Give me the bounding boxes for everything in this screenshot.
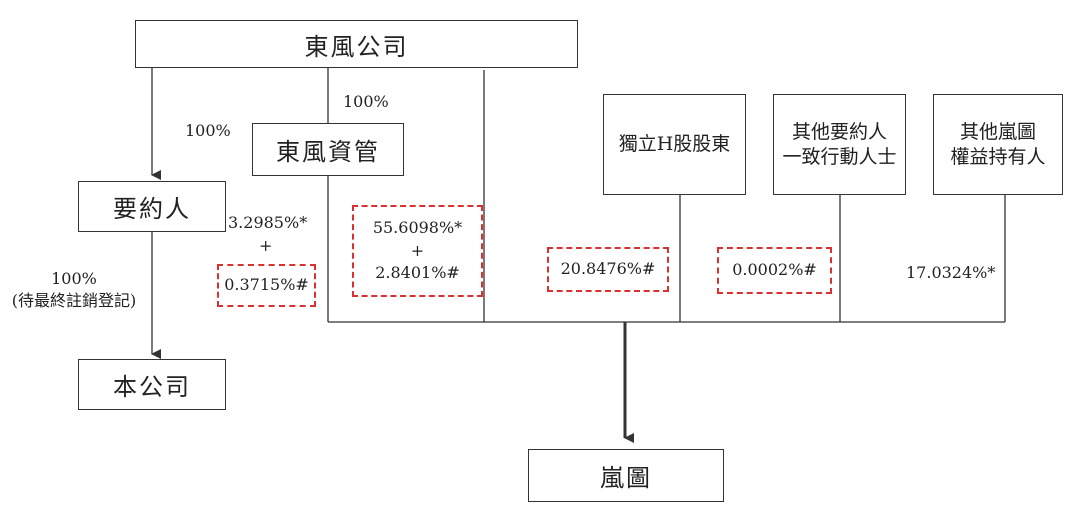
lantu-box: 嵐圖 xyxy=(528,449,724,502)
offeror-label: 要約人 xyxy=(113,195,191,223)
pct-dongfeng-to-asset-mgmt: 100% xyxy=(343,92,389,111)
other-lantu-holders-label-line2: 權益持有人 xyxy=(950,145,1046,168)
pct-dongfeng-to-offeror: 100% xyxy=(185,121,231,140)
dongfeng-company-box: 東風公司 xyxy=(135,20,578,68)
concert-parties-label-line1: 其他要約人 xyxy=(791,120,887,143)
concert-parties-label-line2: 一致行動人士 xyxy=(782,145,897,168)
pct-asset-mgmt-to-lantu-b: 2.8401%# xyxy=(375,263,460,283)
pct-asset-mgmt-to-lantu-plus: + xyxy=(410,240,425,260)
dongfeng-asset-mgmt-box: 東風資管 xyxy=(252,123,404,176)
pct-offeror-to-company: 100% (待最終註銷登記) xyxy=(0,268,148,311)
other-lantu-holders-label-line1: 其他嵐圖 xyxy=(959,120,1036,143)
pct-asset-mgmt-to-lantu-box: 55.6098%* + 2.8401%# xyxy=(352,205,483,297)
pct-offeror-to-lantu-b: 0.3715%# xyxy=(224,275,309,295)
independent-h-shareholders-label: 獨立H股股東 xyxy=(618,133,731,156)
independent-h-shareholders-box: 獨立H股股東 xyxy=(603,94,746,195)
dongfeng-asset-mgmt-label: 東風資管 xyxy=(276,138,380,166)
pct-concert-box: 0.0002%# xyxy=(717,247,832,294)
pct-concert-to-lantu: 0.0002%# xyxy=(732,260,817,280)
offeror-box: 要約人 xyxy=(78,181,226,232)
other-lantu-holders-box: 其他嵐圖 權益持有人 xyxy=(933,94,1063,195)
pct-offeror-to-lantu-plus: + xyxy=(259,236,273,255)
pct-offeror-to-lantu-b-box: 0.3715%# xyxy=(217,264,316,307)
pct-asset-mgmt-to-lantu-a: 55.6098%* xyxy=(372,218,463,238)
pct-offeror-to-company-note: (待最終註銷登記) xyxy=(11,290,137,310)
dongfeng-company-label: 東風公司 xyxy=(304,32,409,61)
company-label: 本公司 xyxy=(113,373,191,401)
pct-offeror-to-lantu-a: 3.2985%* xyxy=(228,213,308,232)
pct-other-holders-to-lantu: 17.0324%* xyxy=(906,263,996,282)
pct-independent-h-box: 20.8476%# xyxy=(547,247,669,292)
company-box: 本公司 xyxy=(78,359,226,410)
concert-parties-box: 其他要約人 一致行動人士 xyxy=(773,94,906,195)
pct-independent-h-to-lantu: 20.8476%# xyxy=(560,259,656,279)
pct-offeror-to-company-value: 100% xyxy=(51,269,97,288)
lantu-label: 嵐圖 xyxy=(600,464,652,492)
